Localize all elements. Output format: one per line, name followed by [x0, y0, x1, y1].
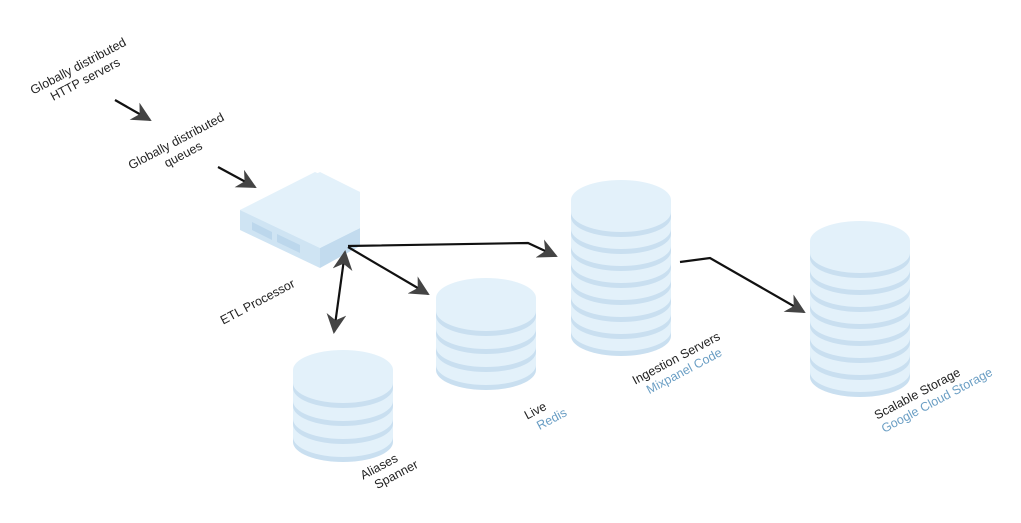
edge-ingestion-to-storage [679, 256, 806, 313]
ingestion-database-icon [571, 180, 671, 356]
aliases-database-icon [293, 350, 393, 462]
storage-database-icon [810, 221, 910, 397]
edge-queues-to-etl [217, 166, 257, 188]
edge-http-to-queues [114, 99, 152, 121]
edge-etl-to-ingestion [347, 239, 558, 258]
edges [114, 99, 806, 334]
live-database-icon [436, 278, 536, 390]
edge-etl-aliases [326, 250, 353, 334]
edge-etl-to-live [347, 246, 430, 296]
etl-processor-icon [240, 172, 360, 268]
